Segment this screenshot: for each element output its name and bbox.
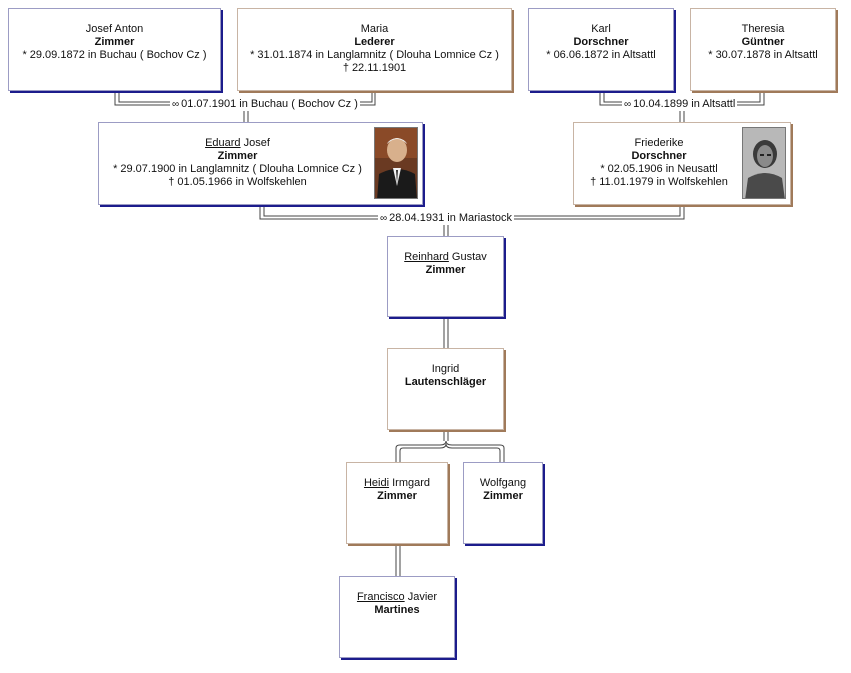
first-name: Ingrid (431, 363, 460, 375)
surname: Dorschner (631, 150, 687, 162)
person-theresia-guentner[interactable]: Theresia Güntner *30.07.1878 in Altsattl (690, 8, 836, 91)
birth-text: 31.01.1874 in Langlamnitz ( Dlouha Lomni… (257, 49, 499, 61)
first-name: Friederike (634, 137, 684, 149)
death-text: 11.01.1979 in Wolfskehlen (599, 176, 728, 188)
person-friederike-dorschner[interactable]: Friederike Dorschner *02.05.1906 in Neus… (573, 122, 791, 205)
marriage-label-3: ∞28.04.1931 in Mariastock (378, 212, 515, 225)
first-name: Maria (360, 23, 389, 35)
person-wolfgang-zimmer[interactable]: Wolfgang Zimmer (463, 462, 543, 544)
person-maria-lederer[interactable]: Maria Lederer *31.01.1874 in Langlamnitz… (237, 8, 512, 91)
birth-star-icon: * (600, 163, 605, 175)
birth-star-icon: * (250, 49, 255, 61)
death-cross-icon: † (590, 176, 597, 188)
first-name: Theresia (741, 23, 785, 35)
person-karl-dorschner[interactable]: Karl Dorschner *06.06.1872 in Altsattl (528, 8, 674, 91)
surname: Güntner (741, 36, 785, 48)
birth-star-icon: * (546, 49, 551, 61)
death-text: 01.05.1966 in Wolfskehlen (177, 176, 307, 188)
birth-star-icon: * (708, 49, 713, 61)
surname: Lautenschläger (404, 376, 487, 388)
birth-text: 02.05.1906 in Neusattl (607, 163, 718, 175)
marriage-rings-icon: ∞ (624, 99, 631, 110)
marriage-1-text: 01.07.1901 in Buchau ( Bochov Cz ) (181, 98, 358, 110)
surname: Lederer (354, 36, 395, 48)
marriage-rings-icon: ∞ (172, 99, 179, 110)
marriage-rings-icon: ∞ (380, 213, 387, 224)
birth-text: 29.07.1900 in Langlamnitz ( Dlouha Lomni… (120, 163, 362, 175)
birth-text: 06.06.1872 in Altsattl (553, 49, 656, 61)
birth-text: 30.07.1878 in Altsattl (715, 49, 818, 61)
middle-name: Gustav (448, 251, 487, 263)
portrait-photo (374, 127, 418, 199)
person-eduard-josef-zimmer[interactable]: Eduard Josef Zimmer *29.07.1900 in Langl… (98, 122, 423, 205)
death-cross-icon: † (342, 62, 349, 74)
birth-text: 29.09.1872 in Buchau ( Bochov Cz ) (29, 49, 207, 61)
first-name: Wolfgang (479, 477, 527, 489)
person-josef-anton-zimmer[interactable]: Josef Anton Zimmer *29.09.1872 in Buchau… (8, 8, 221, 91)
surname: Zimmer (94, 36, 135, 48)
death-cross-icon: † (168, 176, 175, 188)
marriage-label-2: ∞10.04.1899 in Altsattl (622, 98, 738, 111)
first-name: Karl (591, 23, 611, 35)
middle-name: Irmgard (389, 477, 431, 489)
person-heidi-irmgard-zimmer[interactable]: Heidi Irmgard Zimmer (346, 462, 448, 544)
person-ingrid-lautenschlaeger[interactable]: Ingrid Lautenschläger (387, 348, 504, 430)
first-name: Josef Anton (85, 23, 144, 35)
marriage-2-text: 10.04.1899 in Altsattl (633, 98, 736, 110)
death-text: 22.11.1901 (351, 62, 407, 74)
surname: Martines (374, 604, 420, 616)
first-name-underlined[interactable]: Francisco (356, 591, 405, 603)
surname: Zimmer (425, 264, 466, 276)
first-name-underlined[interactable]: Heidi (363, 477, 390, 489)
first-name-underlined[interactable]: Reinhard (404, 251, 449, 263)
first-name-underlined[interactable]: Eduard (205, 137, 241, 149)
marriage-label-1: ∞01.07.1901 in Buchau ( Bochov Cz ) (170, 98, 360, 111)
person-francisco-javier-martines[interactable]: Francisco Javier Martines (339, 576, 455, 658)
surname: Zimmer (217, 150, 258, 162)
surname: Zimmer (483, 490, 523, 502)
birth-star-icon: * (113, 163, 118, 175)
middle-name: Javier (404, 591, 438, 603)
marriage-3-text: 28.04.1931 in Mariastock (389, 212, 513, 224)
surname: Dorschner (573, 36, 629, 48)
middle-name: Josef (240, 137, 270, 149)
person-reinhard-gustav-zimmer[interactable]: Reinhard Gustav Zimmer (387, 236, 504, 317)
surname: Zimmer (377, 490, 417, 502)
birth-star-icon: * (22, 49, 27, 61)
portrait-photo (742, 127, 786, 199)
